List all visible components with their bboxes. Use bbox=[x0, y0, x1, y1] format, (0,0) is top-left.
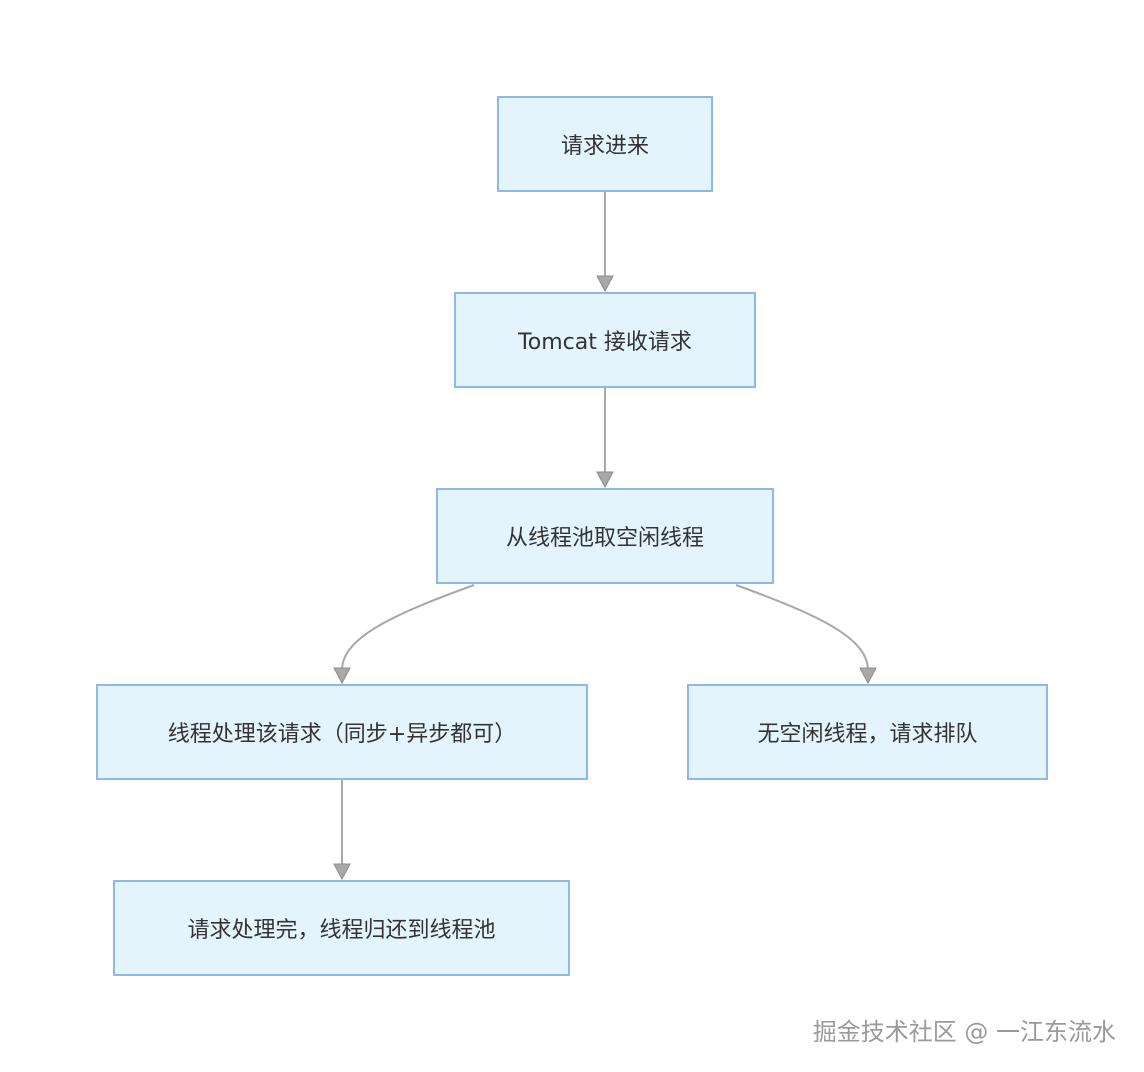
node-tomcat-receives: Tomcat 接收请求 bbox=[454, 292, 756, 388]
watermark: 掘金技术社区 @ 一江东流水 bbox=[812, 1018, 1116, 1046]
node-label: 请求进来 bbox=[560, 134, 649, 159]
arrow-n4-n6 bbox=[333, 863, 351, 881]
node-thread-returned: 请求处理完，线程归还到线程池 bbox=[113, 880, 570, 976]
edge-n3-n4 bbox=[341, 584, 475, 671]
node-label: 无空闲线程，请求排队 bbox=[757, 722, 978, 747]
arrow-n1-n2 bbox=[596, 275, 614, 293]
node-thread-handles-request: 线程处理该请求（同步+异步都可） bbox=[96, 684, 588, 780]
node-request-queued: 无空闲线程，请求排队 bbox=[687, 684, 1048, 780]
node-get-idle-thread: 从线程池取空闲线程 bbox=[436, 488, 774, 584]
arrow-n2-n3 bbox=[596, 471, 614, 489]
node-label: 从线程池取空闲线程 bbox=[505, 526, 704, 551]
node-request-arrives: 请求进来 bbox=[497, 96, 713, 192]
node-label: 请求处理完，线程归还到线程池 bbox=[187, 918, 496, 943]
node-label: 线程处理该请求（同步+异步都可） bbox=[167, 722, 517, 747]
node-label: Tomcat 接收请求 bbox=[518, 330, 692, 355]
edge-n3-n5 bbox=[735, 584, 869, 671]
arrow-n3-n5 bbox=[859, 667, 877, 685]
arrow-n3-n4 bbox=[333, 667, 351, 685]
